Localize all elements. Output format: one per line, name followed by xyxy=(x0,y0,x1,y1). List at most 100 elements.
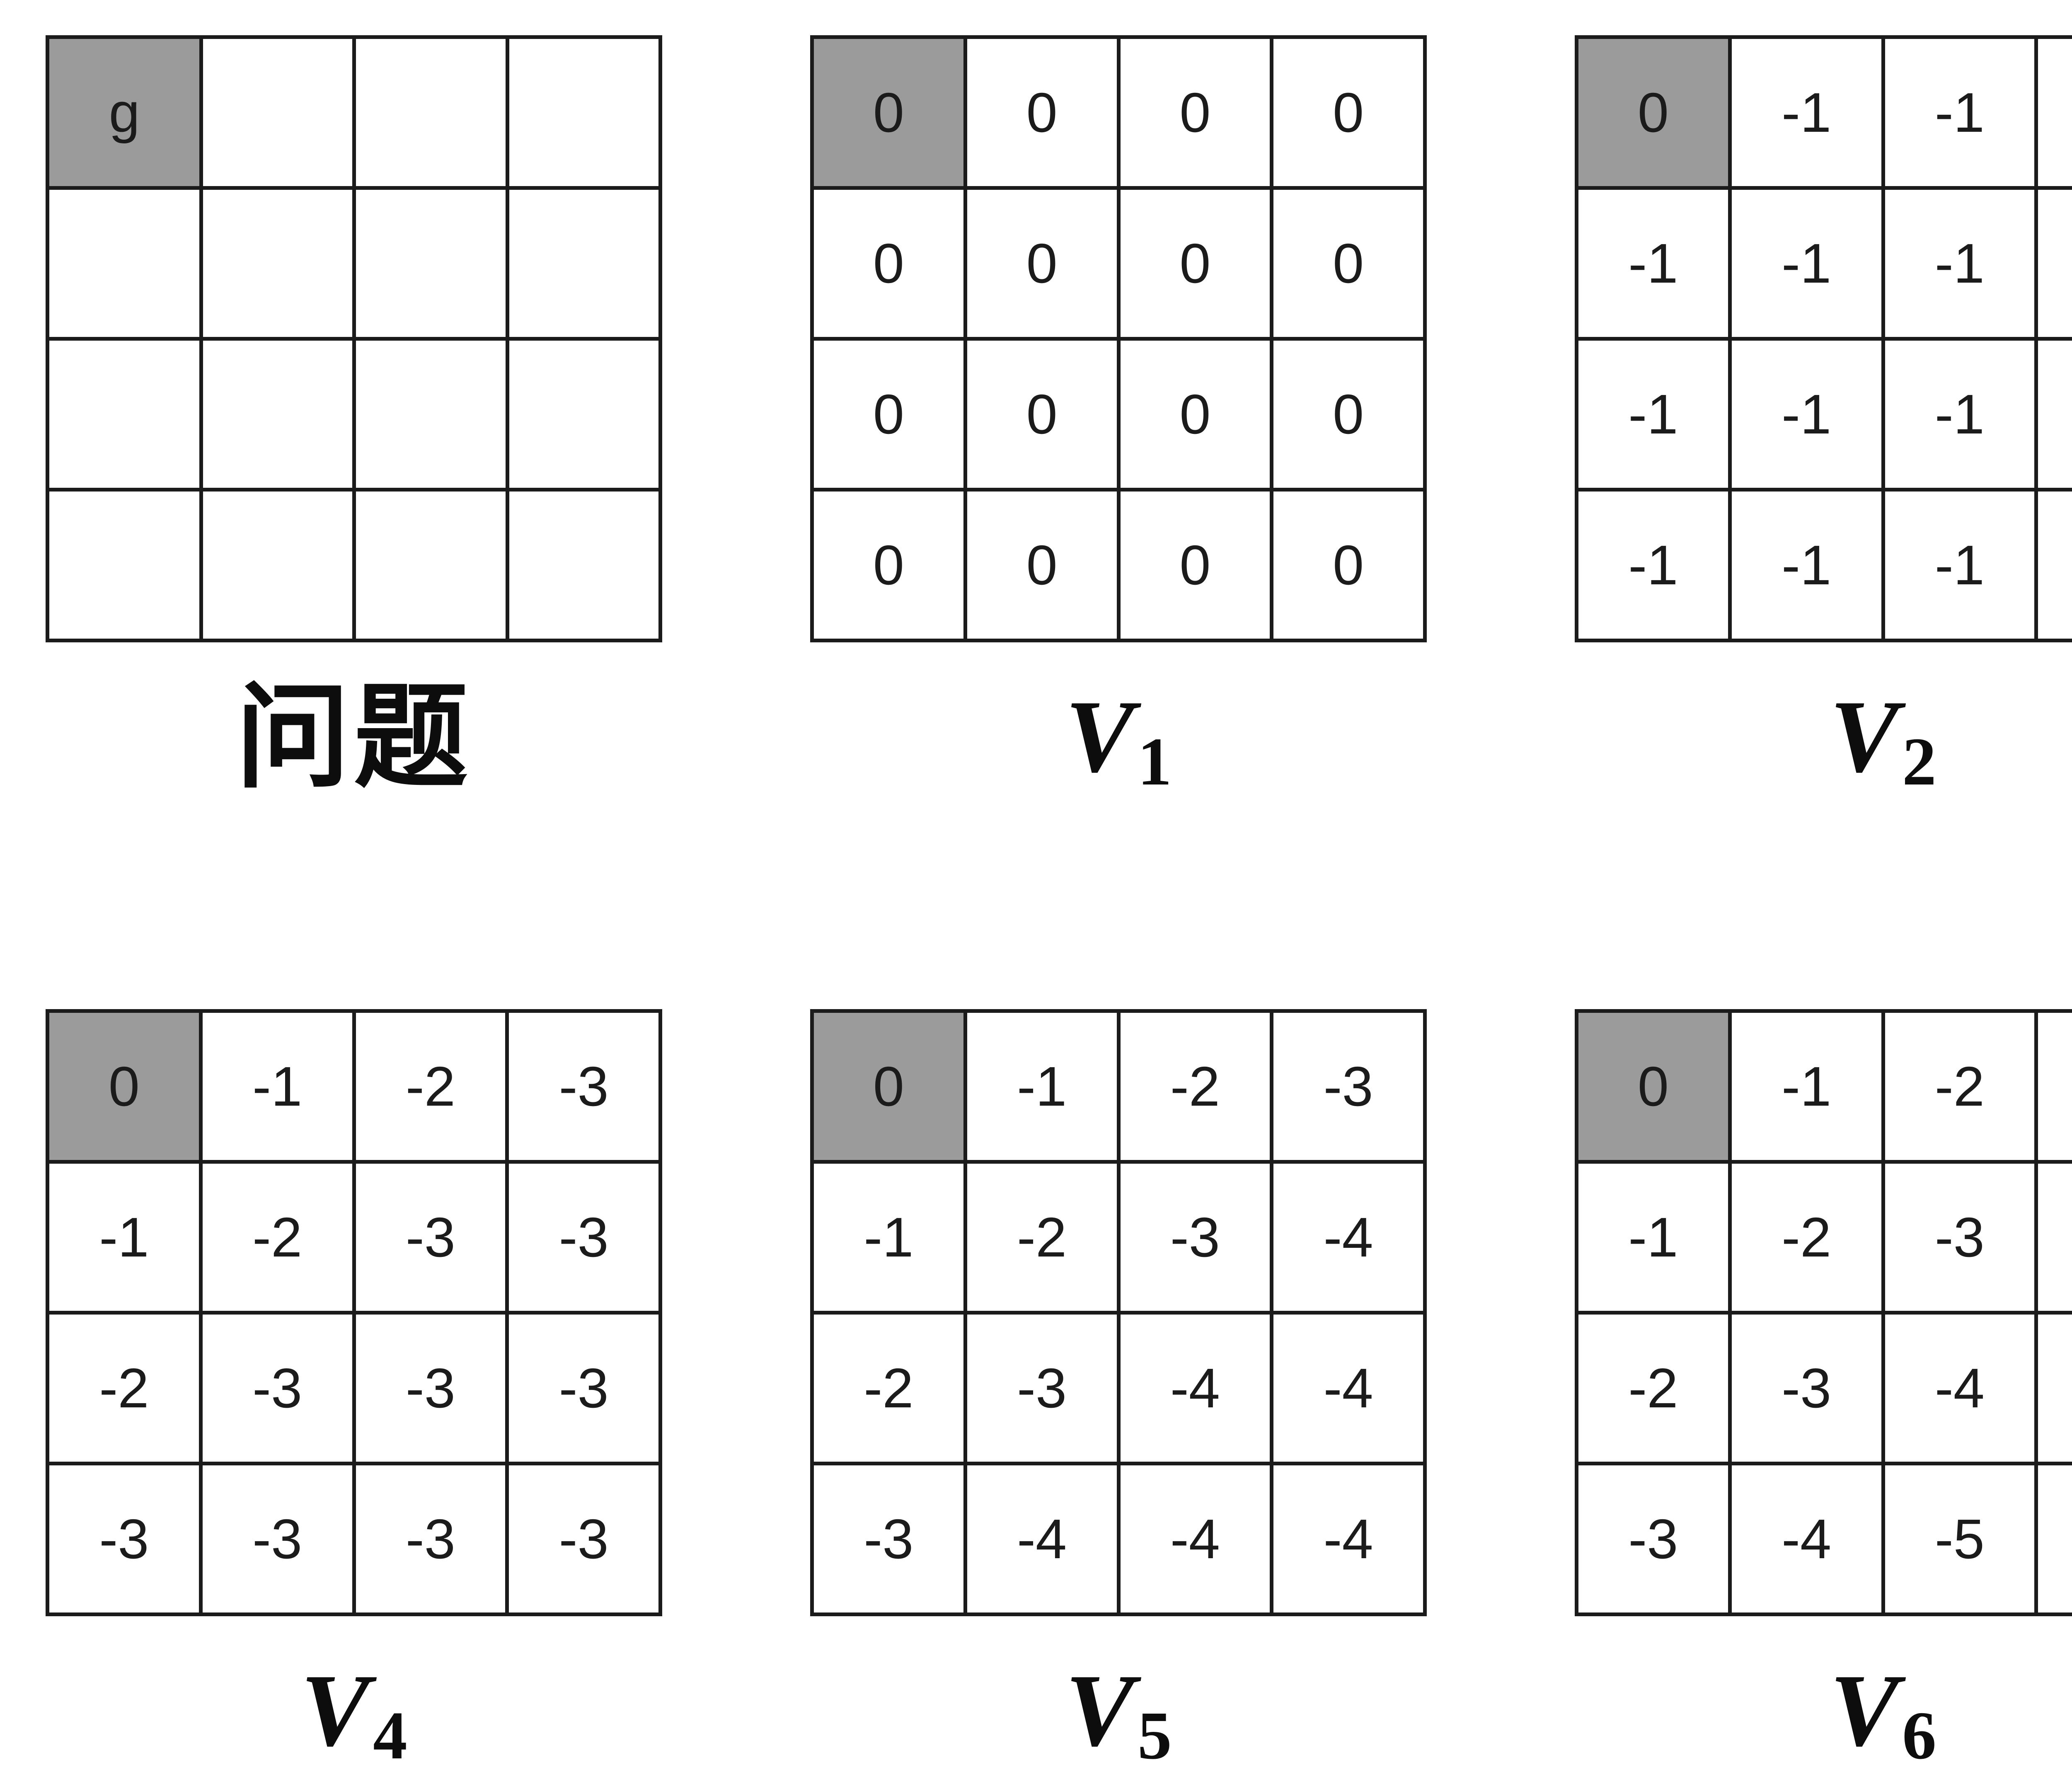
grid-cell: 0 xyxy=(1118,37,1272,188)
grid-cell: 0 xyxy=(812,490,966,641)
grid-cell: -1 xyxy=(2036,339,2072,490)
grid-cell: -1 xyxy=(1730,1011,1883,1162)
grid-cell xyxy=(201,188,354,339)
grid-cell: -1 xyxy=(2036,37,2072,188)
grid-cell: 0 xyxy=(1118,339,1272,490)
value-function-symbol: V xyxy=(300,1659,370,1763)
grid-cell: -3 xyxy=(1577,1464,1730,1615)
grid-cell xyxy=(48,188,201,339)
grid-cell: -2 xyxy=(1730,1162,1883,1313)
grid-cell: -4 xyxy=(1730,1464,1883,1615)
grid-panel: g 问题 xyxy=(46,35,662,808)
grid-cell xyxy=(354,339,507,490)
iteration-index: 2 xyxy=(1902,727,1936,796)
grid-panel: 0-1-2-3-1-2-3-4-2-3-4-5-3-4-5-5 V6 xyxy=(1575,1009,2072,1782)
grid-cell: 0 xyxy=(1118,490,1272,641)
grid-row: -3-4-4-4 xyxy=(812,1464,1425,1615)
grid-cell: -5 xyxy=(1883,1464,2036,1615)
grid-cell: -3 xyxy=(1883,1162,2036,1313)
grid-cell: -1 xyxy=(1577,188,1730,339)
grid-cell xyxy=(48,490,201,641)
grid-cell: -3 xyxy=(1272,1011,1425,1162)
grid-row: -1-1-1-1 xyxy=(1577,490,2072,641)
grid-cell xyxy=(201,37,354,188)
grid-cell xyxy=(507,339,660,490)
grid-cell: -2 xyxy=(354,1011,507,1162)
gridworld-grid: 0-1-2-3-1-2-3-4-2-3-4-5-3-4-5-5 xyxy=(1575,1009,2072,1616)
grid-cell: -3 xyxy=(507,1011,661,1162)
grid-cell xyxy=(354,490,507,641)
goal-cell: 0 xyxy=(1577,1011,1730,1162)
grid-cell: -1 xyxy=(1577,490,1730,641)
grid-cell: -2 xyxy=(1577,1313,1730,1464)
grid-cell: -4 xyxy=(965,1464,1118,1615)
grid-row: -3-4-5-5 xyxy=(1577,1464,2072,1615)
grid-cell: -1 xyxy=(1730,37,1883,188)
grid-cell: -3 xyxy=(201,1313,354,1464)
grid-row: -1-1-1-1 xyxy=(1577,188,2072,339)
gridworld-grid: 0-1-2-3-1-2-3-3-2-3-3-3-3-3-3-3 xyxy=(46,1009,662,1616)
grid-cell xyxy=(201,490,354,641)
goal-cell: 0 xyxy=(812,1011,966,1162)
grid-row: -2-3-4-5 xyxy=(1577,1313,2072,1464)
grid-row xyxy=(48,339,661,490)
grid-cell: -3 xyxy=(965,1313,1118,1464)
grid-row: g xyxy=(48,37,661,188)
iteration-index: 5 xyxy=(1138,1701,1172,1770)
grid-cell: -4 xyxy=(1118,1313,1272,1464)
iteration-index: 6 xyxy=(1902,1701,1936,1770)
grid-cell: 0 xyxy=(812,188,966,339)
grid-cell xyxy=(48,339,201,490)
gridworld-grid: 0-1-1-1-1-1-1-1-1-1-1-1-1-1-1-1 xyxy=(1575,35,2072,642)
grid-cell: -1 xyxy=(1730,188,1883,339)
gridworld-rows: 0-1-2-3-1-2-3-4-2-3-4-5-3-4-5-5 xyxy=(1577,1011,2072,1615)
grid-row: -1-2-3-4 xyxy=(812,1162,1425,1313)
gridworld-grid: g xyxy=(46,35,662,642)
grid-cell: -1 xyxy=(1883,37,2036,188)
grid-cell xyxy=(507,490,660,641)
grid-row xyxy=(48,188,661,339)
goal-cell: 0 xyxy=(48,1011,201,1162)
grid-cell: 0 xyxy=(1118,188,1272,339)
goal-cell: 0 xyxy=(1577,37,1730,188)
grid-cell: 0 xyxy=(965,37,1118,188)
grid-cell: -4 xyxy=(1118,1464,1272,1615)
grid-cell: -1 xyxy=(1883,490,2036,641)
grid-row: -3-3-3-3 xyxy=(48,1464,661,1615)
grid-cell xyxy=(201,339,354,490)
goal-cell: g xyxy=(48,37,201,188)
grid-cell: -2 xyxy=(812,1313,966,1464)
grid-cell: -1 xyxy=(965,1011,1118,1162)
goal-cell: 0 xyxy=(812,37,966,188)
grid-row: 0-1-2-3 xyxy=(48,1011,661,1162)
grid-cell: -3 xyxy=(1730,1313,1883,1464)
value-function-symbol: V xyxy=(1830,1659,1899,1763)
grid-cell xyxy=(354,37,507,188)
gridworld-grid: 0-1-2-3-1-2-3-4-2-3-4-4-3-4-4-4 xyxy=(810,1009,1427,1616)
grid-cell: -1 xyxy=(1577,1162,1730,1313)
grid-cell: -3 xyxy=(812,1464,966,1615)
grid-cell: -3 xyxy=(354,1313,507,1464)
grid-cell: -3 xyxy=(48,1464,201,1615)
value-function-symbol: V xyxy=(1065,1659,1134,1763)
grid-cell: -3 xyxy=(1118,1162,1272,1313)
grid-cell: -3 xyxy=(354,1162,507,1313)
grid-cell: -2 xyxy=(48,1313,201,1464)
grid-cell: -2 xyxy=(201,1162,354,1313)
grid-cell: -4 xyxy=(1272,1162,1425,1313)
grid-cell: -4 xyxy=(2036,1162,2072,1313)
value-function-symbol: V xyxy=(1065,685,1134,789)
gridworld-rows: g xyxy=(48,37,661,641)
grid-cell: 0 xyxy=(812,339,966,490)
